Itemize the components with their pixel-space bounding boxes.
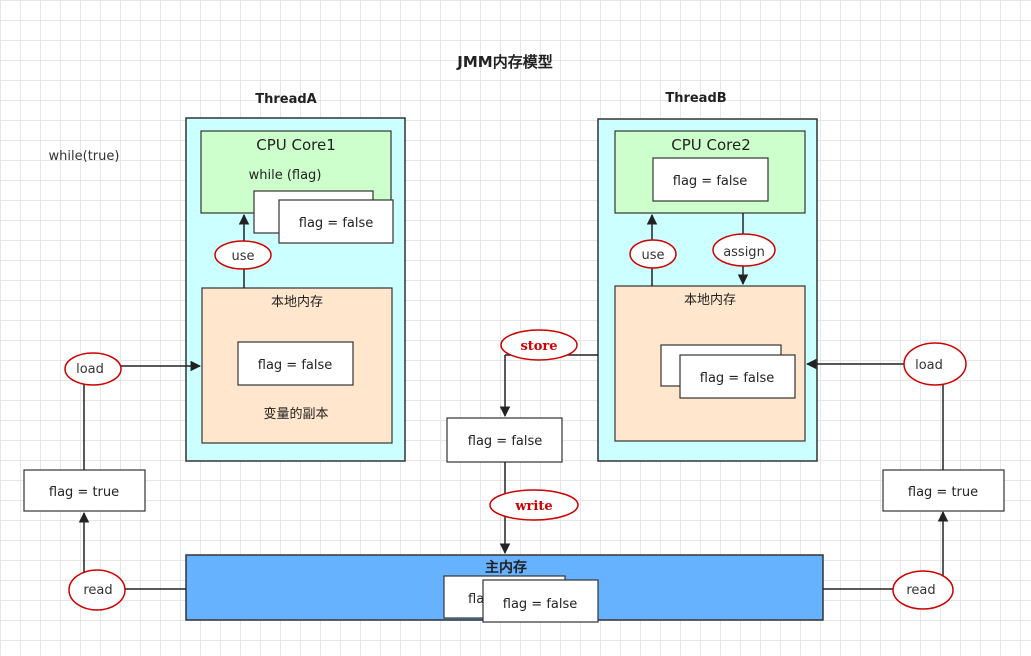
left-value-box [23,469,146,512]
thread-b-assign-label: assign [723,245,765,260]
thread-a-local-value-box [237,341,354,386]
left-value: flag = true [49,485,119,500]
center-store-marker [500,329,578,361]
cpu-core1-label: CPU Core1 [256,136,336,154]
thread-b-local-label: 本地内存 [684,292,736,308]
left-load-label: load [76,362,104,377]
main-memory-value: flag = false [503,597,578,612]
main-memory-label: 主内存 [485,559,527,576]
left-read-marker [68,569,126,611]
thread-b-use-marker [629,239,677,269]
thread-a-local-value: flag = false [258,358,333,373]
thread-a-use-marker [214,240,272,270]
side-note: while(true) [49,149,120,164]
thread-b-local-value: flag = false [700,371,775,386]
diagram-title: JMM内存模型 [456,53,552,71]
right-value-box [882,469,1005,512]
thread-b-label: ThreadB [665,91,726,106]
right-read-marker [892,570,954,610]
center-value: flag = false [468,434,543,449]
left-read-label: read [83,583,112,598]
left-load-marker [64,352,122,386]
cpu-core2-value-box [652,157,769,202]
right-read-label: read [906,583,935,598]
main-memory-value-box [482,579,599,623]
thread-b-local-value-box [679,354,796,399]
center-store-label: store [520,339,557,354]
thread-b-assign-marker [712,233,776,267]
cpu-core1-value-box [278,199,394,244]
center-write-marker [489,489,579,521]
center-write-label: write [514,499,552,514]
cpu-core1-code: while (flag) [249,168,322,183]
thread-a-use-label: use [231,249,254,264]
thread-b-use-label: use [641,248,664,263]
main-memory-value-back-fragment: fla [468,592,484,607]
thread-a-local-label: 本地内存 [271,294,323,310]
thread-a-local-note: 变量的副本 [263,406,328,422]
thread-a-label: ThreadA [255,92,317,107]
cpu-core1-value: flag = false [299,216,374,231]
right-load-label: load [915,358,943,373]
right-load-marker [903,342,967,386]
cpu-core2-value: flag = false [673,174,748,189]
right-value: flag = true [908,485,978,500]
cpu-core2-label: CPU Core2 [671,136,751,154]
